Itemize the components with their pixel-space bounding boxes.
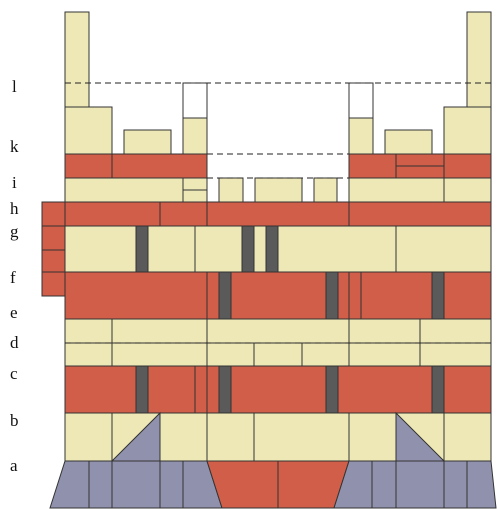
brick-c-4 — [206, 365, 220, 414]
brick-h-left-stub — [41, 201, 66, 227]
upper-block-right-2 — [384, 129, 433, 155]
brick-h-1 — [64, 201, 161, 227]
brick-f-3 — [230, 271, 327, 320]
post-c-4 — [431, 365, 445, 414]
cream-i-2 — [182, 177, 208, 191]
brick-h-3 — [206, 201, 350, 227]
post-g-1 — [135, 225, 149, 273]
cream-d-1 — [64, 342, 113, 367]
base-left — [49, 460, 223, 509]
brick-k-6 — [443, 153, 492, 179]
brick-f-7 — [443, 271, 492, 320]
brick-f-5 — [348, 271, 362, 320]
brick-h-4 — [348, 201, 492, 227]
open-block-right — [348, 82, 374, 119]
cream-i-6 — [313, 177, 338, 203]
brick-k-1 — [64, 153, 113, 179]
brick-c-5 — [230, 365, 327, 414]
cream-e-5 — [419, 318, 492, 344]
cream-i-5 — [254, 177, 303, 203]
brick-c-1 — [64, 365, 137, 414]
cream-i-1 — [64, 177, 184, 203]
row-label-l: l — [12, 77, 17, 96]
brick-f-1 — [64, 271, 208, 320]
cream-b-4 — [253, 412, 350, 462]
cream-i-7 — [348, 177, 445, 203]
brick-k-2 — [111, 153, 208, 179]
cream-g-1 — [64, 225, 137, 273]
open-block-left — [182, 82, 208, 119]
row-label-k: k — [10, 137, 19, 156]
cream-g-5 — [277, 225, 397, 273]
cream-d-5 — [301, 342, 350, 367]
post-f-2 — [325, 271, 339, 320]
brick-c-7 — [443, 365, 492, 414]
post-c-3 — [325, 365, 339, 414]
right-tower-block — [466, 11, 492, 108]
post-g-3 — [265, 225, 279, 273]
brick-g-left-stub-1 — [41, 225, 66, 251]
row-label-e: e — [10, 303, 18, 322]
post-g-2 — [241, 225, 255, 273]
cream-d-4 — [253, 342, 303, 367]
brick-h-2 — [159, 201, 208, 227]
cream-d-6 — [348, 342, 421, 367]
cream-b-1 — [64, 412, 113, 462]
brick-f-4 — [337, 271, 350, 320]
brick-f-2 — [206, 271, 220, 320]
row-label-h: h — [10, 199, 19, 218]
row-labels: a b c d e f g h i k l — [10, 77, 19, 475]
cream-b-3 — [206, 412, 255, 462]
row-label-i: i — [12, 173, 17, 192]
diagram-blocks — [41, 11, 497, 509]
post-f-1 — [218, 271, 232, 320]
upper-block-left-3 — [182, 117, 208, 155]
cream-i-4 — [218, 177, 244, 203]
cream-i-8 — [443, 177, 492, 203]
cream-e-3 — [206, 318, 350, 344]
brick-k-5 — [395, 165, 445, 179]
dashed-guide-lines — [65, 82, 491, 344]
brick-k-3 — [348, 153, 397, 179]
cream-d-3 — [206, 342, 255, 367]
cream-e-4 — [348, 318, 421, 344]
upper-block-left-1 — [64, 106, 113, 155]
brick-c-6 — [337, 365, 433, 414]
upper-block-right-3 — [443, 106, 492, 155]
cream-e-2 — [111, 318, 208, 344]
upper-block-right-1 — [348, 117, 374, 155]
post-c-2 — [218, 365, 232, 414]
cream-i-3 — [182, 189, 208, 203]
brick-c-3 — [194, 365, 208, 414]
brick-f-6 — [360, 271, 433, 320]
cream-e-1 — [64, 318, 113, 344]
brick-f-left-stub — [41, 271, 66, 297]
row-label-c: c — [10, 364, 18, 383]
cream-g-4 — [253, 225, 267, 273]
row-label-d: d — [10, 333, 19, 352]
post-c-1 — [135, 365, 149, 414]
cream-g-3 — [194, 225, 243, 273]
cream-d-2 — [111, 342, 208, 367]
row-label-g: g — [10, 222, 19, 241]
cream-g-2 — [147, 225, 196, 273]
brick-c-2 — [147, 365, 196, 414]
row-label-a: a — [10, 456, 18, 475]
base-right — [333, 460, 497, 509]
brick-g-left-stub-2 — [41, 249, 66, 273]
row-label-b: b — [10, 411, 19, 430]
post-f-3 — [431, 271, 445, 320]
diagram-seam-lines — [88, 461, 468, 508]
cream-d-7 — [419, 342, 492, 367]
cream-g-6 — [395, 225, 492, 273]
row-label-f: f — [10, 268, 16, 287]
left-tower-block — [64, 11, 90, 108]
upper-block-left-2 — [123, 129, 172, 155]
brick-k-4 — [395, 153, 445, 167]
cream-b-6 — [443, 412, 492, 462]
